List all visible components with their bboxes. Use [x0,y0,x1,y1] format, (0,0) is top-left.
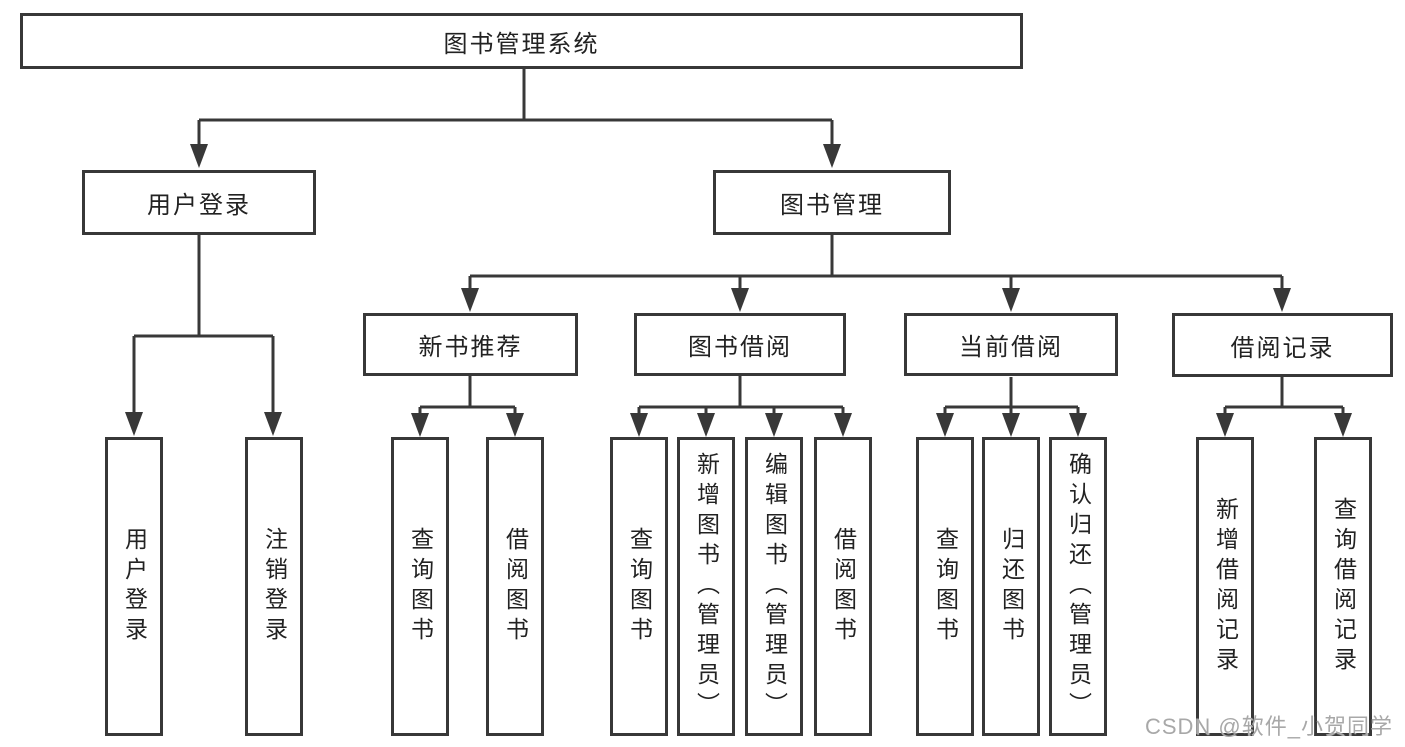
leaf-confirm-return-admin: 确认归还（管理员） [1049,437,1107,736]
leaf-user-login: 用户登录 [105,437,163,736]
leaf-add-books-admin: 新增图书（管理员） [677,437,735,736]
node-borrowing-records: 借阅记录 [1172,313,1393,377]
leaf-query-books-current: 查询图书 [916,437,974,736]
leaf-add-borrow-record: 新增借阅记录 [1196,437,1254,736]
node-library-management-system: 图书管理系统 [20,13,1023,69]
leaf-query-books-recommend: 查询图书 [391,437,449,736]
node-book-borrowing: 图书借阅 [634,313,846,376]
node-book-management: 图书管理 [713,170,951,235]
leaf-query-books-borrowing: 查询图书 [610,437,668,736]
leaf-query-borrow-record: 查询借阅记录 [1314,437,1372,736]
leaf-borrow-books: 借阅图书 [814,437,872,736]
leaf-edit-books-admin: 编辑图书（管理员） [745,437,803,736]
node-user-login: 用户登录 [82,170,316,235]
leaf-borrow-books-recommend: 借阅图书 [486,437,544,736]
leaf-return-books: 归还图书 [982,437,1040,736]
node-new-book-recommend: 新书推荐 [363,313,578,376]
leaf-logout: 注销登录 [245,437,303,736]
node-current-borrowing: 当前借阅 [904,313,1118,376]
